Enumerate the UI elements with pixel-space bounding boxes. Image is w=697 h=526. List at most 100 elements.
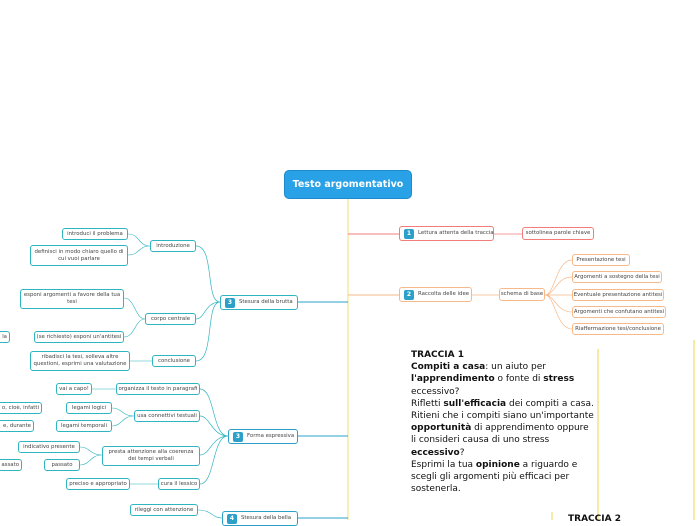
branch-number-badge: 4: [227, 513, 237, 524]
node-label: esponi argomenti a favore della tua tesi: [23, 292, 121, 305]
node-lexicon[interactable]: cura il lessico: [158, 478, 200, 490]
branch-reading[interactable]: 1 Lettura attenta della traccia: [399, 226, 494, 241]
branch-label: Forma espressiva: [247, 433, 295, 439]
text-run: eccessivo?: [411, 386, 460, 397]
node-antithesis[interactable]: Eventuale presentazione antitesi: [572, 289, 664, 301]
text-run: dei compiti a casa. Ritieni che i compit…: [411, 398, 594, 422]
bold-keyword: l'apprendimento: [411, 374, 495, 385]
node-label: Argomenti che confutano antitesi: [573, 308, 665, 315]
node-label: definisci in modo chiaro quello di cui v…: [34, 248, 124, 262]
link-b4-fan: [199, 388, 229, 485]
link-coerenza-fan: [79, 446, 103, 466]
node-past[interactable]: passato: [44, 459, 80, 471]
traccia-1-instruction: Esprimi la tua opinione a riguardo e sce…: [411, 459, 596, 496]
node-refute[interactable]: Argomenti che confutano antitesi: [572, 306, 666, 318]
node-conclusion-section[interactable]: conclusione: [152, 355, 196, 367]
node-label: introduci il problema: [67, 230, 123, 237]
branch-number-badge: 1: [404, 228, 414, 239]
node-label: organizza il testo in paragrafi: [118, 385, 198, 392]
node-logical-examples[interactable]: o, cioè, infatti: [0, 402, 42, 414]
node-body[interactable]: corpo centrale: [145, 313, 196, 325]
traccia-1-heading: TRACCIA 1: [411, 350, 464, 360]
node-label: e, durante: [3, 422, 31, 429]
root-title: Testo argomentativo: [292, 179, 404, 190]
node-label: sottolinea parole chiave: [525, 230, 591, 236]
text-run: : un aiuto per: [485, 362, 546, 373]
node-temporal-links[interactable]: legami temporali: [56, 420, 112, 432]
node-intro-problem[interactable]: introduci il problema: [62, 228, 128, 240]
bold-keyword: sull'efficacia: [443, 398, 507, 409]
node-body-cutoff[interactable]: la: [0, 331, 10, 343]
branch-label: Stesura della bella: [241, 515, 292, 521]
branch-number-badge: 3: [225, 297, 235, 308]
text-run: di apprendimento oppure li consideri cau…: [411, 423, 589, 446]
node-keywords[interactable]: sottolinea parole chiave: [522, 227, 594, 240]
node-label: usa connettivi testuali: [137, 412, 197, 419]
bold-keyword: opportunità: [411, 423, 472, 434]
node-label: Argomenti a sostegno della tesi: [574, 273, 660, 280]
link-b3-fan: [195, 245, 221, 362]
branch-style[interactable]: 3 Forma espressiva: [228, 429, 298, 444]
branch-number-badge: 3: [233, 431, 243, 442]
node-present-indicative[interactable]: indicativo presente: [18, 441, 80, 453]
link-b5-child: [197, 509, 223, 519]
node-reread[interactable]: rileggi con attenzione: [130, 504, 198, 516]
node-connectives[interactable]: usa connettivi testuali: [134, 410, 200, 422]
link-b2-fan: [544, 259, 573, 330]
traccia-1-note[interactable]: TRACCIA 1 Compiti a casa: un aiuto per l…: [411, 349, 596, 495]
node-thesis[interactable]: Presentazione tesi: [572, 254, 630, 266]
text-run: o fonte di: [494, 374, 544, 385]
text-run: Esprimi la tua: [411, 459, 476, 470]
link-intro-fan: [127, 233, 151, 256]
branch-draft[interactable]: 3 Stesura della brutta: [220, 295, 298, 310]
node-basic-scheme[interactable]: schema di base: [499, 288, 545, 301]
traccia-2-heading: TRACCIA 2: [568, 514, 621, 524]
node-temporal-examples[interactable]: e, durante: [0, 420, 34, 432]
node-conclusion-detail[interactable]: ribadisci la tesi, solleva altre questio…: [30, 351, 130, 371]
bold-keyword: stress: [543, 374, 575, 385]
node-past-cutoff[interactable]: assato: [0, 459, 22, 471]
branch-label: Lettura attenta della traccia: [418, 230, 494, 236]
node-intro-define[interactable]: definisci in modo chiaro quello di cui v…: [30, 245, 128, 266]
node-label: preciso e appropriato: [69, 480, 127, 487]
node-introduction[interactable]: introduzione: [150, 240, 196, 252]
node-verb-coherence[interactable]: presta attenzione alla coerenza dei temp…: [102, 446, 200, 466]
node-label: (se richiesto) esponi un'antitesi: [36, 333, 122, 340]
link-connettivi-fan: [111, 407, 135, 427]
node-precise[interactable]: preciso e appropriato: [66, 478, 130, 490]
node-label: vai a capo!: [59, 385, 89, 392]
bold-keyword: Compiti a casa: [411, 362, 486, 373]
branch-ideas[interactable]: 2 Raccolta delle idee: [399, 287, 472, 302]
branch-number-badge: 2: [404, 289, 414, 300]
node-paragraphs[interactable]: organizza il testo in paragrafi: [116, 383, 200, 395]
branch-final-copy[interactable]: 4 Stesura della bella: [222, 511, 298, 526]
node-logical-links[interactable]: legami logici: [66, 402, 112, 414]
node-label: passato: [51, 461, 73, 468]
node-conclusion[interactable]: Riaffermazione tesi/conclusione: [572, 323, 664, 335]
bold-keyword: opinione: [475, 459, 520, 470]
node-new-line[interactable]: vai a capo!: [56, 383, 92, 395]
node-label: ribadisci la tesi, solleva altre questio…: [33, 354, 127, 367]
branch-label: Raccolta delle idee: [418, 291, 470, 297]
node-body-arguments[interactable]: esponi argomenti a favore della tua tesi: [20, 289, 124, 309]
node-label: corpo centrale: [150, 315, 191, 322]
node-label: conclusione: [158, 357, 190, 364]
root-node[interactable]: Testo argomentativo: [285, 171, 411, 198]
node-label: Riaffermazione tesi/conclusione: [575, 325, 661, 332]
node-label: legami logici: [71, 404, 107, 411]
text-run: ?: [459, 447, 465, 458]
traccia-1-question: Compiti a casa: un aiuto per l'apprendim…: [411, 361, 596, 398]
node-label: cura il lessico: [160, 480, 198, 487]
node-label: la: [2, 333, 7, 340]
node-body-antithesis[interactable]: (se richiesto) esponi un'antitesi: [34, 331, 124, 343]
bold-keyword: eccessivo: [411, 447, 460, 458]
node-label: schema di base: [500, 291, 544, 297]
node-label: assato: [1, 461, 19, 468]
branch-label: Stesura della brutta: [239, 299, 293, 305]
node-label: Presentazione tesi: [576, 256, 626, 263]
node-label: o, cioè, infatti: [1, 404, 39, 411]
text-run: a riguardo e scegli gli argomenti più ef…: [411, 459, 578, 495]
node-thesis-arguments[interactable]: Argomenti a sostegno della tesi: [572, 271, 662, 283]
